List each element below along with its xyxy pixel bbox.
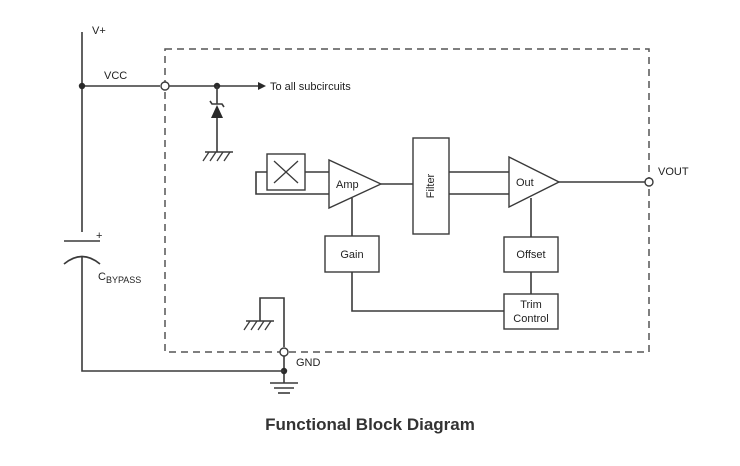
trim-label-line1: Trim [520,299,542,311]
cbypass-main-text: C [98,271,106,283]
internal-ground-wire [259,297,285,347]
cap-bottom-plate-icon [63,255,101,265]
filter-label: Filter [425,173,437,198]
vcc-label: VCC [104,70,127,82]
out-label: Out [516,177,534,189]
earth-ground-icon [270,382,298,394]
vout-label: VOUT [658,166,689,178]
internal-ground-icon [243,320,274,331]
gain-block [324,235,380,273]
gain-label: Gain [340,249,363,261]
vcc-junction-dot [78,82,86,90]
filter-block [412,137,450,235]
diagram-title: Functional Block Diagram [265,415,475,434]
arrow-head-icon [258,82,266,90]
ic-boundary [164,48,650,353]
amp-block [328,158,383,210]
sensor-cross-icon-b [273,160,299,184]
out-block [508,155,561,209]
offset-block [503,236,559,273]
cap-to-gnd-wire [81,257,284,372]
zener-diode-icon [211,105,223,118]
gnd-label: GND [296,357,321,369]
trim-label-line2: Control [513,313,548,325]
cap-plus-sign: + [96,230,102,242]
offset-label: Offset [516,249,545,261]
zener-bar-icon [209,100,225,108]
cbypass-sub-text: BYPASS [106,275,141,285]
to-all-subcircuits-label: To all subcircuits [270,81,351,93]
vcc-pin [160,81,170,91]
vplus-label: V+ [92,25,106,37]
amp-label: Amp [336,179,359,191]
gain-to-trim-wire [351,272,504,312]
cbypass-label: CBYPASS [98,271,141,285]
vout-pin [644,177,654,187]
trim-control-block [503,293,559,330]
sensor-to-amp-loop [255,171,329,195]
chassis-ground-icon [202,151,233,162]
gnd-pin [279,347,289,357]
